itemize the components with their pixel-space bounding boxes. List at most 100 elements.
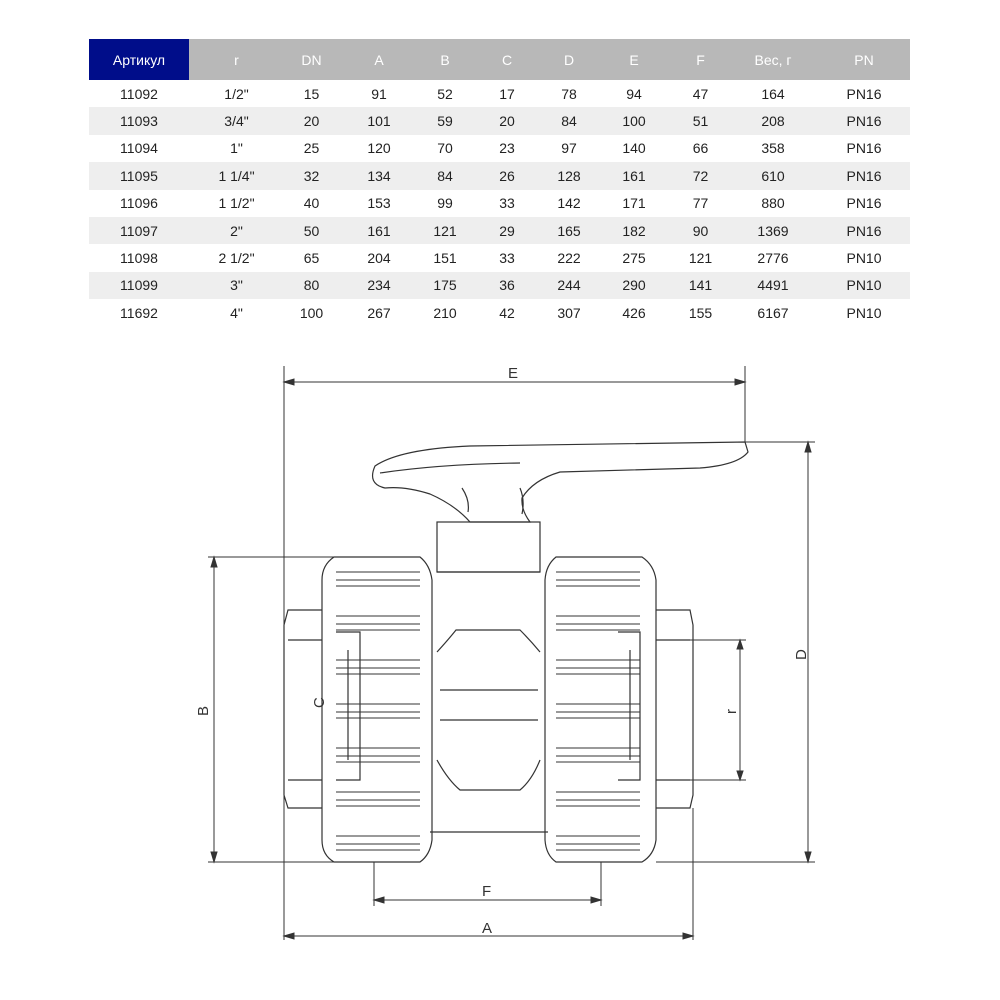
table-cell: 29: [471, 216, 543, 245]
valve-body: [283, 441, 749, 863]
table-cell: 1369: [728, 216, 818, 245]
table-cell: PN10: [846, 250, 882, 267]
table-cell: 84: [419, 162, 471, 190]
table-cell: 2 1/2": [218, 250, 255, 267]
table-cell: 91: [371, 85, 387, 102]
table-cell: PN16: [818, 216, 910, 245]
table-cell: 90: [673, 216, 728, 245]
table-cell: 140: [622, 140, 646, 157]
table-cell: 1 1/4": [189, 162, 284, 190]
table-cell: 244: [543, 271, 595, 300]
table-cell: 880: [761, 195, 785, 212]
column-header: r: [189, 39, 284, 80]
table-cell: 20: [284, 107, 339, 135]
table-cell: 175: [419, 271, 471, 300]
left-end-connector: [283, 609, 322, 809]
table-cell: 128: [543, 162, 595, 190]
table-cell: 23: [499, 140, 515, 157]
table-cell: 42: [499, 304, 515, 321]
table-cell: 204: [367, 250, 391, 267]
right-end-connector: [656, 609, 694, 809]
table-cell: 33: [499, 250, 515, 267]
table-cell: 208: [728, 107, 818, 135]
dim-label-c: C: [311, 697, 328, 708]
column-header: C: [471, 39, 543, 80]
table-cell: 2776: [757, 250, 789, 267]
table-cell: 50: [284, 216, 339, 245]
dim-label-e: E: [508, 365, 518, 382]
table-cell: 59: [419, 107, 471, 135]
table-cell: 161: [339, 216, 419, 245]
column-header: PN: [818, 39, 910, 80]
table-cell: PN16: [846, 85, 882, 102]
table-cell: 15: [303, 85, 320, 102]
table-cell: 275: [622, 250, 646, 267]
handle-outline: [372, 441, 749, 523]
table-cell: 101: [339, 107, 419, 135]
table-cell: 4491: [728, 271, 818, 300]
table-cell: 120: [367, 140, 391, 157]
table-cell: 97: [561, 140, 577, 157]
column-header: DN: [284, 39, 339, 80]
table-cell: 11094: [120, 140, 158, 157]
dimension-lines: [208, 366, 815, 940]
table-cell: 11099: [89, 271, 189, 300]
table-cell: 171: [622, 195, 646, 212]
column-header: Вес, г: [728, 39, 818, 80]
table-cell: 17: [499, 85, 515, 102]
table-cell: 11092: [120, 85, 158, 102]
table-cell: 94: [626, 85, 642, 102]
table-cell: 77: [692, 195, 709, 212]
table-cell: 1/2": [224, 85, 249, 102]
body-center-lower: [436, 719, 541, 791]
table-cell: 267: [367, 304, 391, 321]
table-cell: 40: [303, 195, 320, 212]
table-cell: 70: [437, 140, 453, 157]
table-cell: 100: [299, 304, 324, 321]
table-cell: 290: [595, 271, 673, 300]
table-cell: PN10: [846, 304, 882, 321]
table-cell: 307: [557, 304, 581, 321]
table-cell: 78: [561, 85, 577, 102]
table-cell: 358: [761, 140, 785, 157]
table-cell: 2": [189, 216, 284, 245]
table-cell: 153: [367, 195, 391, 212]
body-center-upper: [436, 629, 541, 691]
table-cell: 52: [437, 85, 453, 102]
table-cell: 3/4": [189, 107, 284, 135]
column-header: B: [419, 39, 471, 80]
table-cell: 165: [543, 216, 595, 245]
dim-label-r: r: [723, 709, 740, 714]
table-cell: 51: [673, 107, 728, 135]
column-header: Артикул: [89, 39, 189, 80]
column-header: E: [595, 39, 673, 80]
table-cell: 36: [471, 271, 543, 300]
table-cell: 426: [622, 304, 646, 321]
dim-label-f: F: [482, 883, 491, 900]
table-cell: 142: [557, 195, 581, 212]
table-cell: 11098: [120, 250, 158, 267]
table-cell: PN10: [818, 271, 910, 300]
table-cell: 25: [303, 140, 320, 157]
table-cell: 234: [339, 271, 419, 300]
table-cell: 121: [419, 216, 471, 245]
dim-label-a: A: [482, 920, 492, 937]
left-inner-bore: [336, 631, 361, 781]
table-cell: 11093: [89, 107, 189, 135]
table-cell: PN16: [846, 140, 882, 157]
table-cell: 151: [433, 250, 457, 267]
table-cell: 155: [688, 304, 713, 321]
table-cell: 141: [673, 271, 728, 300]
table-cell: 3": [189, 271, 284, 300]
table-cell: 33: [499, 195, 515, 212]
